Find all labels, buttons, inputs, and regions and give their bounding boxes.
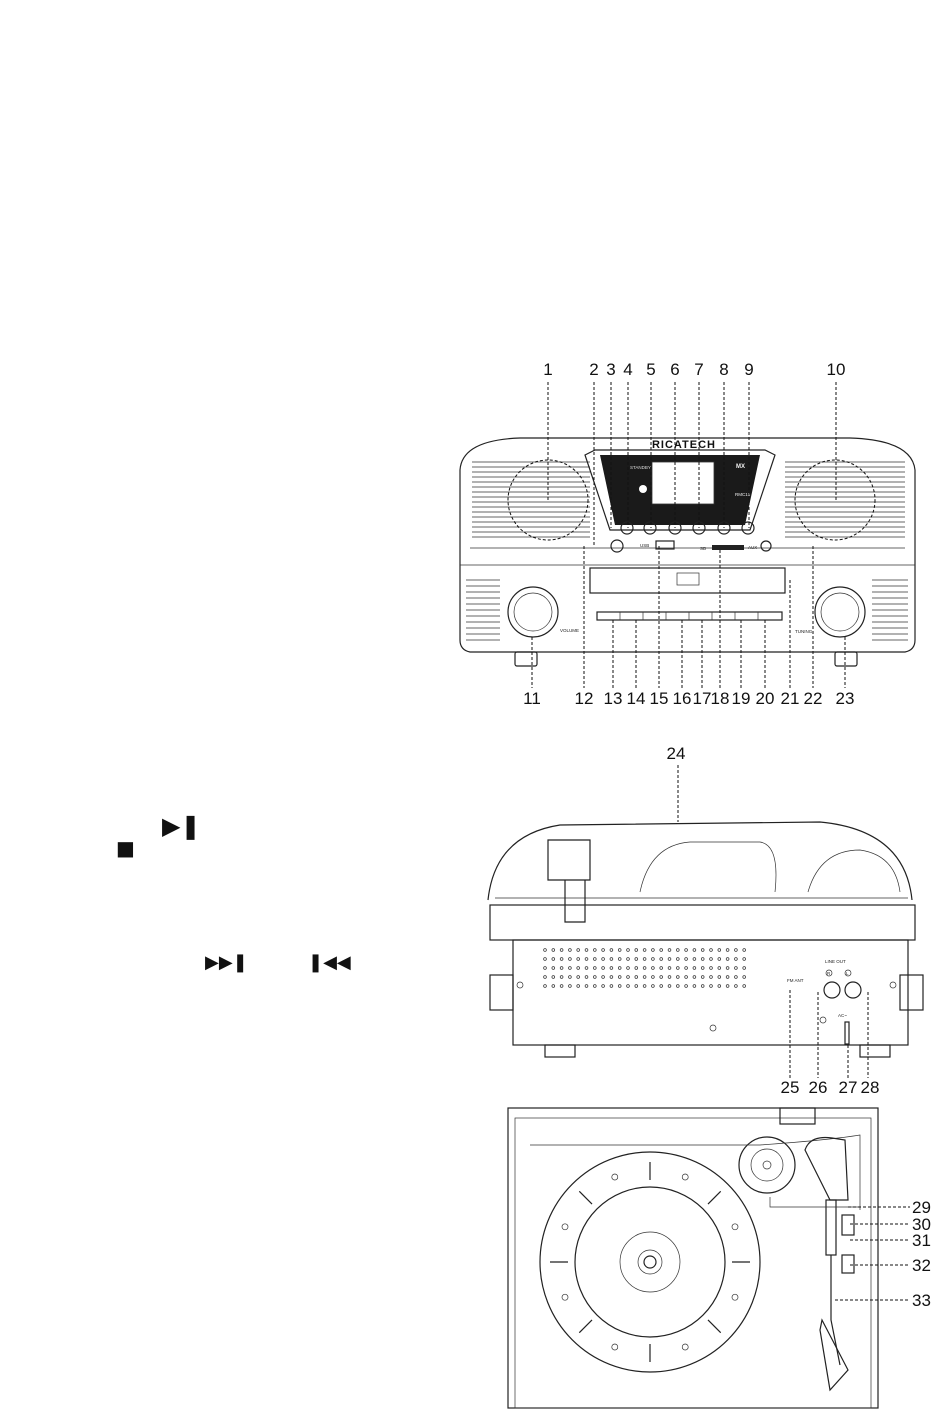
callout-1: 1	[543, 360, 552, 379]
callout-12: 12	[575, 689, 594, 708]
callout-2: 2	[589, 360, 598, 379]
callout-3: 3	[606, 360, 615, 379]
callout-17: 17	[693, 689, 712, 708]
model-label: RMC15	[735, 492, 751, 497]
callout-28: 28	[861, 1078, 880, 1097]
callout-19: 19	[732, 689, 751, 708]
callout-20: 20	[756, 689, 775, 708]
callout-25: 25	[781, 1078, 800, 1097]
brand-label: RICATECH	[652, 439, 716, 451]
callout-22: 22	[804, 689, 823, 708]
callout-8: 8	[719, 360, 728, 379]
callout-24: 24	[667, 744, 686, 763]
callout-13: 13	[604, 689, 623, 708]
logo-mark: MX	[736, 464, 745, 470]
callout-27: 27	[839, 1078, 858, 1097]
callout-18: 18	[711, 689, 730, 708]
aux-label: AUX	[748, 545, 757, 550]
callout-10: 10	[827, 360, 846, 379]
sd-label: SD	[700, 546, 707, 551]
callout-6: 6	[670, 360, 679, 379]
l-label: L	[846, 971, 849, 976]
standby-label: STANDBY	[630, 465, 651, 470]
fm-ant-label: FM ANT	[787, 978, 804, 983]
callout-14: 14	[627, 689, 646, 708]
ac-label: AC~	[838, 1013, 847, 1018]
callout-15: 15	[650, 689, 669, 708]
callout-7: 7	[694, 360, 703, 379]
callout-4: 4	[623, 360, 632, 379]
callout-5: 5	[646, 360, 655, 379]
tuning-label: TUNING	[795, 629, 813, 634]
callout-33: 33	[912, 1291, 931, 1310]
callout-23: 23	[836, 689, 855, 708]
usb-label: USB	[640, 543, 649, 548]
callout-26: 26	[809, 1078, 828, 1097]
volume-label: VOLUME	[560, 628, 579, 633]
rear-view: 24 FM ANT LINE OUT R L AC~	[488, 744, 923, 1097]
callout-11: 11	[523, 689, 541, 708]
line-out-label: LINE OUT	[825, 959, 846, 964]
callout-32: 32	[912, 1256, 931, 1275]
callout-9: 9	[744, 360, 753, 379]
callout-21: 21	[781, 689, 800, 708]
callout-31: 31	[912, 1231, 931, 1250]
callout-16: 16	[673, 689, 692, 708]
